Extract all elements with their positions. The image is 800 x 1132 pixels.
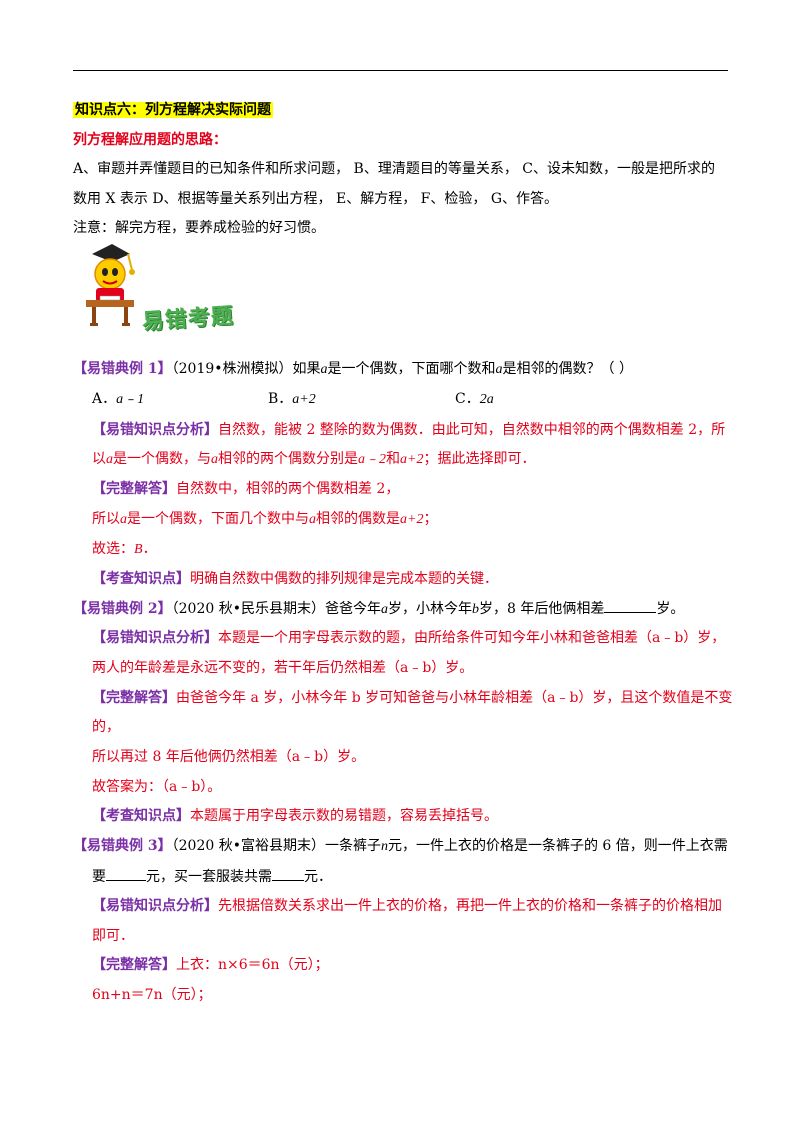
ex3-analysis-2: 即可． [92, 928, 134, 944]
mascot-illustration [86, 244, 135, 326]
ex2-answer-1: 【完整解答】由爸爸今年 a 岁，小林今年 b 岁可知爸爸与小林年龄相差（a﹣b）… [92, 690, 733, 706]
ex3-blank-2[interactable] [272, 866, 304, 881]
ex1-answer-1: 【完整解答】自然数中，相邻的两个偶数相差 2， [92, 481, 400, 497]
section-title: 知识点六：列方程解决实际问题 [73, 102, 273, 118]
ex3-analysis-1: 【易错知识点分析】先根据倍数关系求出一件上衣的价格，再把一件上衣的价格和一条裤子… [92, 898, 722, 914]
ex1-answer-2: 所以a是一个偶数，下面几个数中与a相邻的偶数是a+2； [92, 511, 438, 527]
banner-text: 易错考题 [141, 303, 235, 336]
ex2-analysis-1: 【易错知识点分析】本题是一个用字母表示数的题，由所给条件可知今年小林和爸爸相差（… [92, 630, 726, 646]
ex2-answer-3: 所以再过 8 年后他俩仍然相差（a﹣b）岁。 [92, 749, 366, 765]
ex3-question-2: 要元，买一套服装共需元． [92, 866, 332, 887]
ex2-question: 【易错典例 2】（2020 秋•民乐县期末）爸爸今年a岁，小林今年b岁，8 年后… [73, 598, 684, 620]
approach-title: 列方程解应用题的思路： [73, 132, 227, 148]
ex2-answer-4: 故答案为：（a﹣b）。 [92, 779, 222, 795]
steps-line-2: 数用 X 表示 D、根据等量关系列出方程， E、解方程， F、检验， G、作答。 [73, 191, 559, 207]
ex3-answer-2: 6n+n＝7n（元）； [92, 987, 212, 1003]
ex3-question-1: 【易错典例 3】（2020 秋•富裕县期末）一条裤子n元，一件上衣的价格是一条裤… [73, 838, 728, 854]
ex1-option-c: C．2a [455, 391, 494, 407]
ex2-analysis-2: 两人的年龄差是永远不变的，若干年后仍然相差（a﹣b）岁。 [92, 660, 474, 676]
ex1-point: 【考查知识点】明确自然数中偶数的排列规律是完成本题的关键． [92, 571, 498, 587]
ex1-answer-3: 故选：B． [92, 541, 157, 557]
ex1-analysis-1: 【易错知识点分析】自然数，能被 2 整除的数为偶数．由此可知，自然数中相邻的两个… [92, 422, 726, 438]
ex1-option-b: B．a+2 [268, 391, 316, 407]
ex2-point: 【考查知识点】本题属于用字母表示数的易错题，容易丢掉括号。 [92, 808, 498, 824]
ex3-blank-1[interactable] [106, 866, 146, 881]
ex1-analysis-2: 以a是一个偶数，与a相邻的两个偶数分别是a﹣2和a+2；据此选择即可． [92, 451, 536, 467]
ex2-answer-2: 的， [92, 719, 120, 735]
steps-line-1: A、审题并弄懂题目的已知条件和所求问题， B、理清题目的等量关系， C、设未知数… [73, 161, 716, 177]
ex3-answer-1: 【完整解答】上衣：n×6＝6n（元）； [92, 957, 329, 973]
note-text: 注意：解完方程，要养成检验的好习惯。 [73, 220, 325, 236]
header-rule [73, 70, 728, 71]
ex1-question: 【易错典例 1】（2019•株洲模拟）如果a是一个偶数，下面哪个数和a是相邻的偶… [73, 361, 633, 377]
ex1-option-a: A．a﹣1 [92, 391, 145, 407]
ex2-answer-blank[interactable] [604, 598, 657, 613]
